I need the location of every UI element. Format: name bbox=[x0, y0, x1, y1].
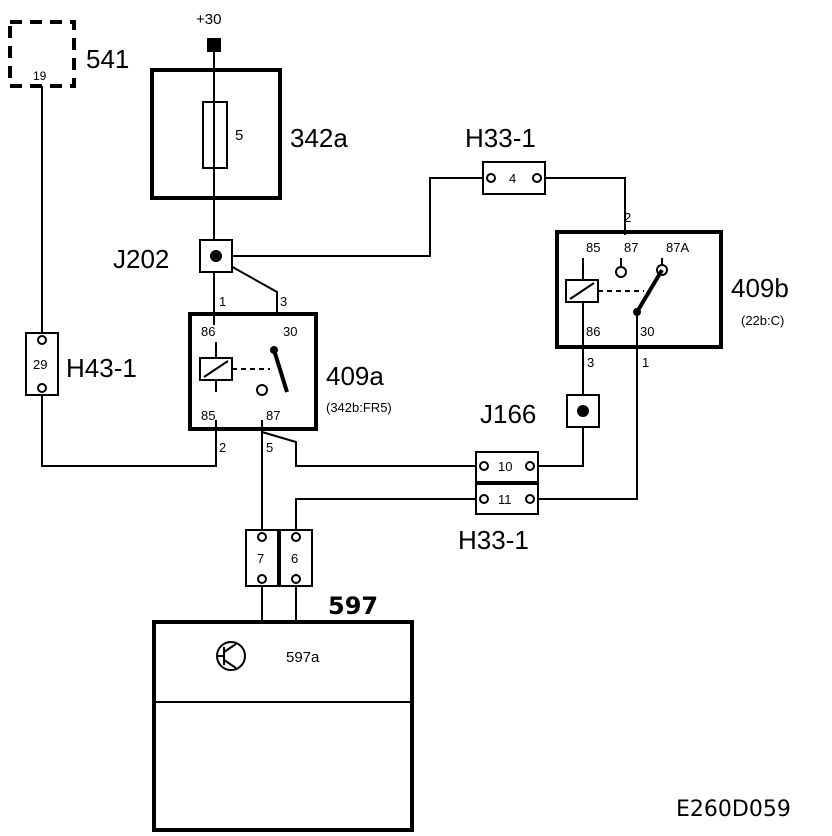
component-597: 597 597a bbox=[152, 592, 414, 832]
relay-409a-terminal-85: 85 bbox=[201, 408, 215, 423]
pin-icon bbox=[532, 173, 542, 183]
relay-409a-ref: (342b:FR5) bbox=[326, 400, 392, 415]
wires bbox=[41, 50, 638, 622]
relay-409b-label: 409b bbox=[731, 273, 789, 303]
relay-409b-box bbox=[555, 230, 723, 349]
connector-h43-pin: 29 bbox=[33, 357, 47, 372]
relay-409b-terminal-85: 85 bbox=[586, 240, 600, 255]
relay-409b-ref: (22b:C) bbox=[741, 313, 784, 328]
component-541-box bbox=[8, 20, 76, 88]
connector-h43: 29 H43-1 bbox=[25, 332, 137, 396]
wire-j202-h33-4 bbox=[218, 177, 483, 257]
relay-409b-wire-2: 2 bbox=[624, 210, 631, 225]
relay-409a-wire-2: 2 bbox=[219, 440, 226, 455]
component-541-label: 541 bbox=[86, 44, 129, 74]
pin-icon bbox=[291, 574, 301, 584]
wire-h33-4-relay-b bbox=[541, 177, 626, 235]
component-541-pin: 19 bbox=[33, 69, 47, 83]
fuse-box-label: 342a bbox=[290, 123, 348, 153]
relay-409b-terminal-87a: 87A bbox=[666, 240, 689, 255]
connector-597-pin-6: 6 bbox=[291, 551, 298, 566]
supply-label: +30 bbox=[196, 11, 221, 28]
connector-h33-bottom-pin-11: 11 bbox=[498, 492, 512, 507]
connector-h33-bottom: 10 11 H33-1 bbox=[458, 451, 539, 555]
wire-h43-relay-a-85 bbox=[41, 392, 217, 467]
relay-coil-slash bbox=[569, 282, 595, 300]
relay-switch-arm bbox=[272, 349, 289, 393]
wire-relay-b-30-h33-11 bbox=[536, 346, 638, 500]
pin-icon bbox=[479, 461, 489, 471]
relay-409a-box bbox=[188, 312, 318, 431]
fuse-number: 5 bbox=[235, 127, 243, 144]
relay-409b-terminal-30: 30 bbox=[640, 324, 654, 339]
splice-j202: J202 bbox=[113, 239, 233, 274]
relay-409b-terminal-86: 86 bbox=[586, 324, 600, 339]
connector-h33-top: 4 H33-1 bbox=[465, 123, 546, 195]
splice-dot-icon bbox=[210, 250, 222, 262]
relay-contact-icon bbox=[256, 384, 268, 396]
wire-relay-a-h33-10 bbox=[261, 431, 476, 467]
connector-h33-top-pin: 4 bbox=[509, 171, 516, 186]
connector-597: 7 6 bbox=[245, 529, 313, 587]
pin-icon bbox=[257, 532, 267, 542]
transistor-icon bbox=[216, 641, 246, 671]
relay-contact-icon bbox=[615, 266, 627, 278]
relay-409a-terminal-87: 87 bbox=[266, 408, 280, 423]
pin-icon bbox=[257, 574, 267, 584]
connector-h43-label: H43-1 bbox=[66, 353, 137, 383]
relay-409a-wire-5: 5 bbox=[266, 440, 273, 455]
relay-409a-wire-3: 3 bbox=[280, 294, 287, 309]
pin-icon bbox=[37, 335, 47, 345]
pin-icon bbox=[486, 173, 496, 183]
component-597a-label: 597a bbox=[286, 649, 320, 666]
splice-j166-label: J166 bbox=[480, 399, 536, 429]
component-597-box bbox=[152, 620, 414, 832]
wire-j202-relay-a-30 bbox=[219, 259, 278, 314]
pin-icon bbox=[525, 494, 535, 504]
pin-icon bbox=[37, 383, 47, 393]
connector-h33-bottom-label: H33-1 bbox=[458, 525, 529, 555]
relay-coil-slash bbox=[203, 360, 229, 378]
relay-409a-label: 409a bbox=[326, 361, 384, 391]
relay-409b-terminal-87: 87 bbox=[624, 240, 638, 255]
pin-icon bbox=[291, 532, 301, 542]
pin-icon bbox=[525, 461, 535, 471]
component-541: 19 541 bbox=[8, 20, 129, 88]
relay-409a-terminal-30: 30 bbox=[283, 324, 297, 339]
relay-409b: 2 85 87 87A 86 30 3 1 409b (22b:C) bbox=[555, 210, 789, 370]
relay-409b-wire-1: 1 bbox=[642, 355, 649, 370]
wire-h33-11-c597-6 bbox=[295, 498, 476, 530]
wire-h33-10-j166 bbox=[536, 426, 584, 467]
relay-409a-terminal-86: 86 bbox=[201, 324, 215, 339]
connector-h33-top-label: H33-1 bbox=[465, 123, 536, 153]
splice-dot-icon bbox=[577, 405, 589, 417]
figure-code: E260D059 bbox=[676, 797, 791, 822]
pin-icon bbox=[479, 494, 489, 504]
component-597-label: 597 bbox=[328, 592, 378, 620]
relay-409a: 1 3 86 30 85 87 2 5 409a (342b:FR5) bbox=[188, 294, 392, 455]
relay-409b-wire-3: 3 bbox=[587, 355, 594, 370]
fuse-box-342a bbox=[150, 68, 282, 200]
splice-j166: J166 bbox=[480, 394, 600, 429]
component-342a: 5 342a bbox=[150, 68, 348, 200]
relay-switch-arm bbox=[635, 268, 664, 314]
connector-h33-bottom-pin-10: 10 bbox=[498, 459, 512, 474]
connector-597-pin-7: 7 bbox=[257, 551, 264, 566]
supply-terminal bbox=[207, 38, 221, 52]
relay-409a-wire-1: 1 bbox=[219, 294, 226, 309]
splice-j202-label: J202 bbox=[113, 244, 169, 274]
